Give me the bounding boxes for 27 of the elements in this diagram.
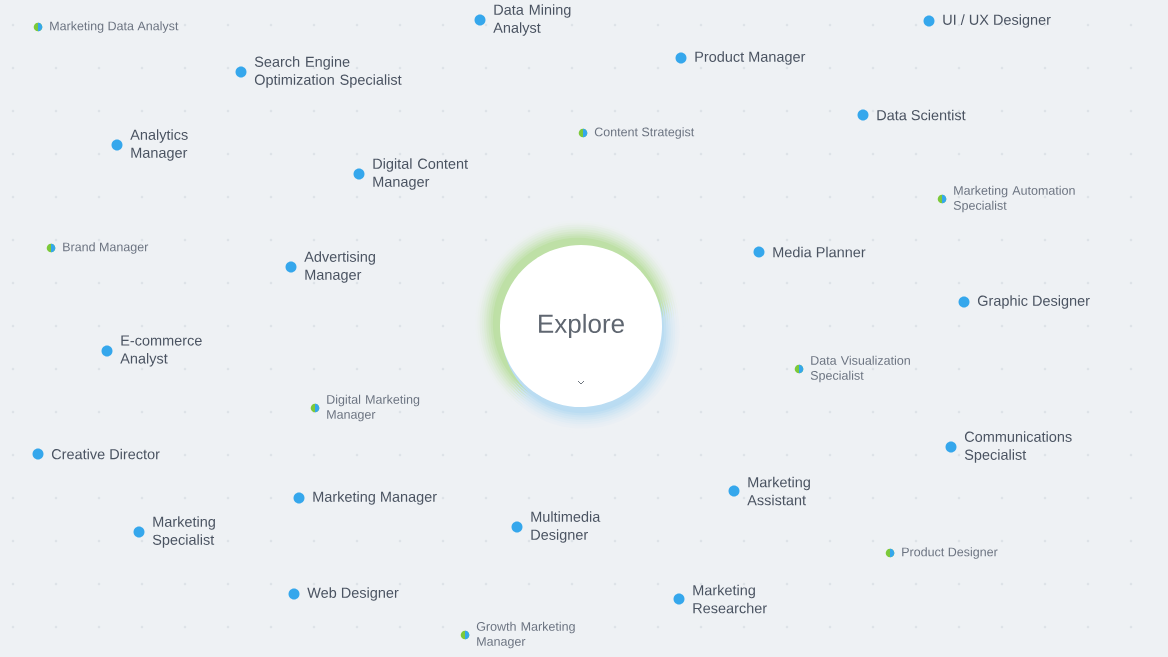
job-title: Data Mining Analyst [493,4,571,36]
job-title: Product Manager [695,51,806,65]
job-title: Advertising Manager [304,251,375,283]
job-title: Marketing Specialist [152,516,215,548]
job-title: Marketing Assistant [747,476,810,506]
job-title: E-commerce Analyst [120,335,202,367]
job-title: Marketing Manager [313,491,437,505]
job-title: Marketing Automation Specialist [953,185,1075,213]
job-title: Marketing Data Analyst [50,21,179,33]
job-title: Communications Specialist [964,431,1072,463]
job-title: Marketing Researcher [693,584,767,614]
job-title: Growth Marketing Manager [476,621,575,649]
job-title: Graphic Designer [977,295,1090,309]
job-title: Data Visualization Specialist [810,355,910,383]
job-title: Media Planner [773,246,866,258]
job-title: Data Scientist [877,109,966,121]
job-title: Web Designer [307,587,399,601]
job-title: Product Designer [902,547,998,559]
job-title: Multimedia Designer [531,511,601,543]
job-title: Search Engine Optimization Specialist [254,56,402,88]
job-title: Content Strategist [594,127,695,139]
job-title: Creative Director [51,448,160,460]
job-title: Digital Marketing Manager [327,394,420,422]
job-title: Digital Content Manager [373,158,468,190]
job-title: UI / UX Designer [943,14,1051,28]
job-title: Analytics Manager [130,129,188,161]
job-title: Brand Manager [63,242,149,254]
